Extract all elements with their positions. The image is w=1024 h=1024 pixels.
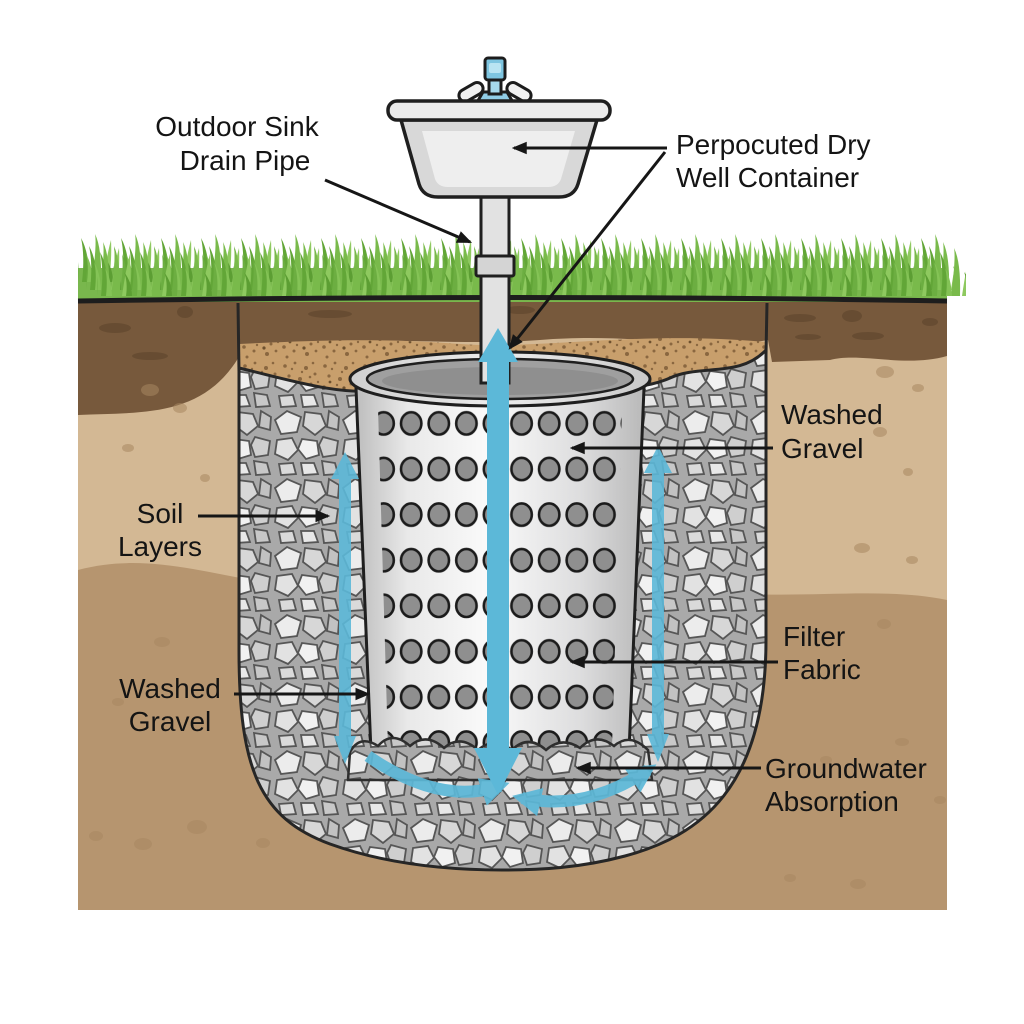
label-soil-layers: Soil Layers xyxy=(118,498,202,562)
water-flow-arc-left xyxy=(364,751,510,806)
label-text: Well Container xyxy=(676,162,859,193)
label-text: Soil xyxy=(137,498,184,529)
pit-edge-right xyxy=(764,302,769,355)
ground-line xyxy=(77,295,948,304)
water-flow-arrow-right-gravel xyxy=(644,446,672,762)
labels: Outdoor Sink Drain Pipe Perpocuted Dry W… xyxy=(118,111,927,817)
water-flow-arrow-left-gravel xyxy=(331,452,359,764)
faucet-cap-inner xyxy=(489,63,501,73)
label-text: Drain Pipe xyxy=(180,145,311,176)
grass xyxy=(77,234,966,304)
label-text: Groundwater xyxy=(765,753,927,784)
label-text: Absorption xyxy=(765,786,899,817)
sink-rim xyxy=(386,99,612,122)
label-filter-fabric: Filter Fabric xyxy=(783,621,861,685)
label-text: Outdoor Sink xyxy=(155,111,319,142)
outdoor-sink xyxy=(386,56,612,199)
water-flow xyxy=(331,328,672,817)
water-flow-arrow-center xyxy=(474,328,522,795)
leader-lines xyxy=(198,141,778,775)
pipe-coupling xyxy=(474,254,516,278)
label-text: Washed xyxy=(119,673,221,704)
pit-edge-left xyxy=(236,302,241,373)
water-flow-arc-right xyxy=(512,764,657,817)
label-washed-gravel-left: Washed Gravel xyxy=(119,673,221,737)
label-groundwater-absorption: Groundwater Absorption xyxy=(765,753,927,817)
faucet-handle-left xyxy=(457,81,485,103)
label-perforated-dry-well-container: Perpocuted Dry Well Container xyxy=(676,129,871,193)
label-outdoor-sink-drain-pipe: Outdoor Sink Drain Pipe xyxy=(155,111,319,176)
sink-basin-inner xyxy=(422,131,575,187)
label-text: Filter xyxy=(783,621,845,652)
topsoil-dark-layer xyxy=(78,302,947,415)
label-text: Gravel xyxy=(781,433,863,464)
soil-speckles xyxy=(89,366,946,889)
leader-drain-pipe xyxy=(324,178,473,244)
label-text: Perpocuted Dry xyxy=(676,129,871,160)
label-text: Fabric xyxy=(783,654,861,685)
label-text: Layers xyxy=(118,531,202,562)
label-text: Gravel xyxy=(129,706,211,737)
leader-container-to-well xyxy=(508,151,667,350)
label-washed-gravel-right: Washed Gravel xyxy=(781,399,883,464)
topsoil-streaks xyxy=(99,306,938,360)
label-text: Washed xyxy=(781,399,883,430)
faucet-handle-right xyxy=(505,81,533,103)
